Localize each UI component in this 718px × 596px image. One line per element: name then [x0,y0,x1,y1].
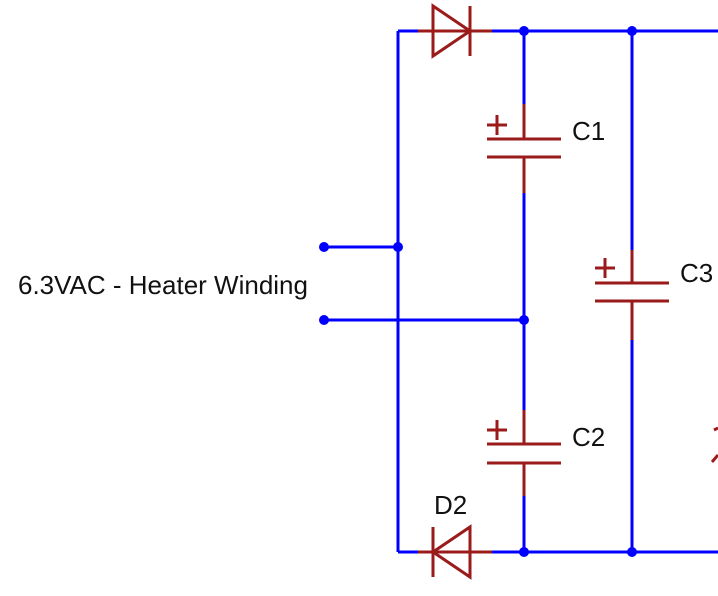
input-label: 6.3VAC - Heater Winding [18,270,308,300]
d2-label: D2 [434,490,467,520]
c3-label: C3 [680,258,713,288]
input-terminal-lower [319,315,329,325]
junction-midpoint [519,315,529,325]
junctions [319,26,637,557]
c1-label: C1 [572,116,605,146]
capacitor-c2-symbol [487,410,561,496]
wires [324,29,718,554]
c2-label: C2 [572,422,605,452]
input-terminal-upper [319,242,329,252]
junction-c3-top [627,26,637,36]
junction-c2-bottom [519,547,529,557]
diode-d1-symbol [418,3,492,59]
capacitor-c1-symbol [487,104,561,193]
capacitor-c3-symbol [595,250,669,340]
junction-c3-bottom [627,547,637,557]
junction-c1-top [519,26,529,36]
junction-left-bus [393,242,403,252]
offscreen-component-fragment [710,426,718,463]
diode-d2-symbol [418,524,492,580]
